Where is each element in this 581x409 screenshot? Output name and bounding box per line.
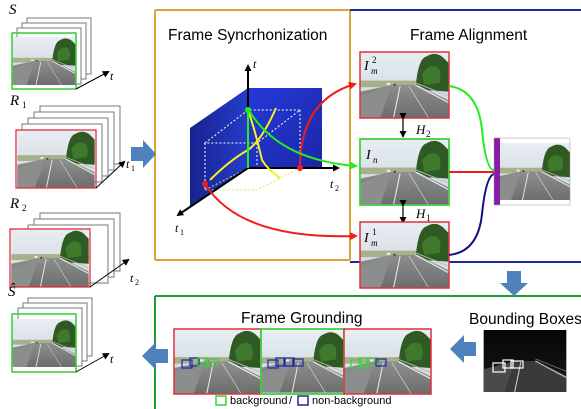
stack-s: S t: [9, 2, 114, 90]
align-output-frame: [493, 137, 571, 206]
align-h2-sub: 2: [426, 129, 431, 139]
stack-r2: R 2 t 2: [9, 196, 139, 288]
ground-frame-1: [173, 328, 262, 395]
align-h1-base: H: [415, 206, 426, 221]
align-frame-im2: I m 2: [359, 51, 450, 119]
bbox-frame: [484, 330, 567, 392]
align-h2-base: H: [415, 122, 426, 137]
ground-title: Frame Grounding: [241, 310, 362, 327]
stack-s-label: S: [9, 2, 17, 18]
align-im2-base: I: [363, 59, 370, 74]
align-im1-sup: 1: [372, 227, 377, 237]
arrow-to-grounding: [450, 335, 476, 363]
align-im1-base: I: [363, 231, 370, 246]
stack-r1-label: R: [9, 93, 19, 109]
stack-r2-sub: 2: [22, 203, 27, 213]
curve-green-to-in: [249, 111, 358, 170]
align-im2-sub: m: [371, 66, 378, 76]
sync-axis-t1: t: [175, 221, 179, 235]
arrow-to-bbox: [500, 271, 528, 296]
legend-background: background: [230, 395, 288, 407]
align-frame-im1: I m 1: [359, 221, 450, 289]
ground-legend: background / non-background: [215, 395, 392, 407]
stack-r1: R 1 t 1: [9, 93, 135, 189]
align-im1-sub: m: [371, 238, 378, 248]
bbox-title: Bounding Boxes: [469, 311, 581, 328]
stack-r1-axis: t: [126, 157, 130, 171]
stack-r1-axis-sub: 1: [131, 164, 135, 173]
sync-cube: t t 2 t 1: [175, 57, 340, 237]
sync-title: Frame Syncrhonization: [168, 27, 327, 44]
sync-axis-t2: t: [330, 177, 334, 191]
align-h1-sub: 1: [426, 213, 431, 223]
curve-red-to-im1: [204, 183, 358, 241]
stack-shat-axis: t: [110, 352, 114, 366]
align-title: Frame Alignment: [410, 27, 528, 44]
legend-non-background: non-background: [312, 395, 392, 407]
stack-r2-axis-sub: 2: [135, 278, 139, 287]
stack-r1-sub: 1: [22, 100, 27, 110]
arrow-to-sync: [131, 140, 156, 168]
arrow-to-output: [142, 342, 168, 370]
stack-shat: Ŝ t: [8, 283, 114, 373]
sync-axis-t2-sub: 2: [335, 184, 339, 193]
ground-frame-3: [343, 328, 432, 395]
stack-r2-axis: t: [130, 271, 134, 285]
ground-frame-2: [260, 328, 345, 395]
stack-shat-label: Ŝ: [8, 283, 16, 300]
stack-r2-label: R: [9, 196, 19, 212]
align-im2-sup: 2: [372, 55, 377, 65]
align-in-base: I: [365, 148, 372, 163]
curve-navy-merge: [448, 173, 495, 256]
legend-separator: /: [289, 395, 293, 407]
align-frame-in: I n: [359, 138, 450, 206]
curve-green-merge: [448, 85, 495, 171]
align-in-sub: n: [373, 155, 378, 165]
stack-s-axis: t: [110, 69, 114, 83]
sync-axis-t1-sub: 1: [180, 228, 184, 237]
sync-axis-t: t: [253, 57, 257, 71]
